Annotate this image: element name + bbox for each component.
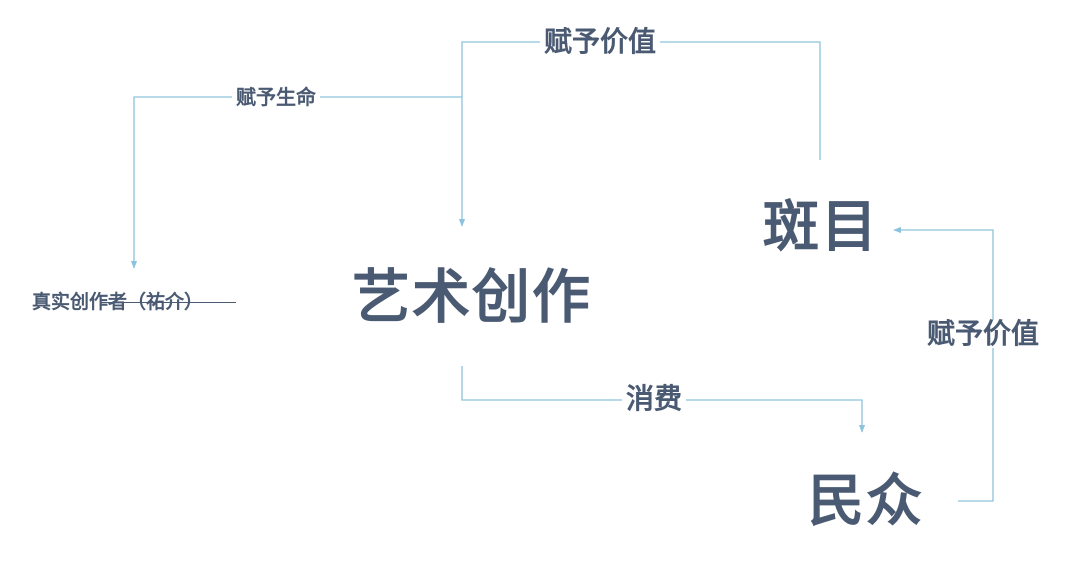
edge-label-value-top: 赋予价值	[540, 28, 661, 56]
creator-strikethrough	[100, 302, 236, 303]
edge-to-creator	[130, 96, 462, 269]
edge-label-consume: 消费	[622, 385, 687, 413]
edge-label-value-right: 赋予价值	[923, 320, 1044, 348]
edge-people-to-banmu	[893, 226, 994, 502]
node-art-creation: 艺术创作	[352, 263, 593, 331]
node-people: 民众	[808, 469, 924, 534]
edge-label-give-life: 赋予生命	[232, 87, 320, 107]
node-banmu: 斑目	[763, 195, 879, 260]
